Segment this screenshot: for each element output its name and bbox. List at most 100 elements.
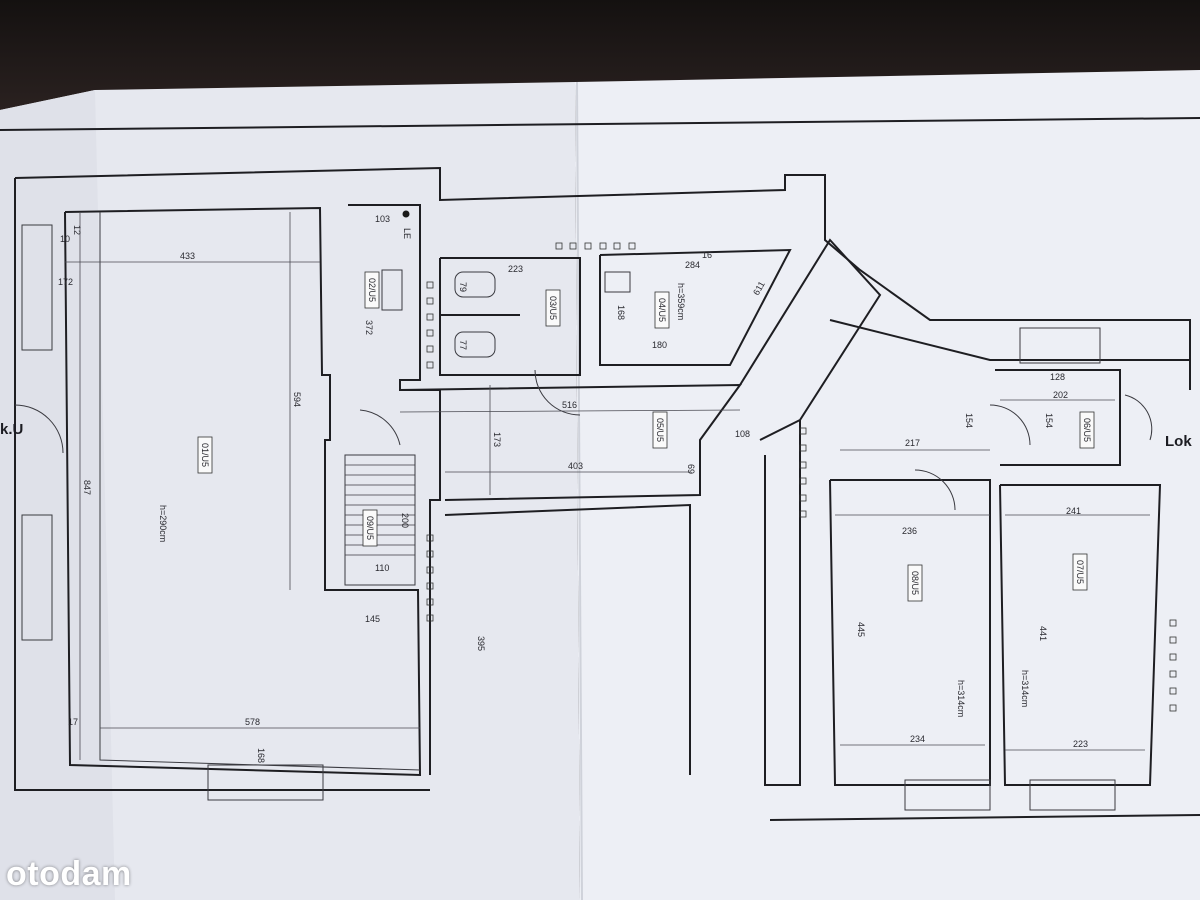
window-room-07 xyxy=(1029,779,1116,811)
dim-110: 110 xyxy=(375,563,389,573)
room-07-walls xyxy=(999,484,1162,786)
dim-241: 241 xyxy=(1066,506,1081,516)
room-height-07: h=314cm xyxy=(1020,670,1030,707)
dim-223-wc: 223 xyxy=(508,264,523,274)
room-label-01-text: 01/U5 xyxy=(200,443,210,467)
door-arc-room06 xyxy=(989,404,1031,446)
le-marker-label: LE xyxy=(402,228,412,239)
window-room-08 xyxy=(904,779,991,811)
corridor-walls xyxy=(399,383,742,501)
dim-847: 847 xyxy=(82,480,92,495)
dim-594: 594 xyxy=(292,392,302,407)
room-label-07: 07/U5 xyxy=(1072,553,1088,591)
right-wing-walls xyxy=(829,319,1191,390)
wall-outer-left xyxy=(14,178,430,791)
toilet-upper xyxy=(454,271,496,298)
door-arc-room08 xyxy=(914,469,956,511)
otodam-watermark: otodam xyxy=(6,855,132,893)
room-label-01: 01/U5 xyxy=(197,436,213,474)
dim-217: 217 xyxy=(905,438,920,448)
dim-16: 16 xyxy=(702,250,712,260)
stair-steps xyxy=(345,464,415,556)
room-label-03-text: 03/U5 xyxy=(548,296,558,320)
dim-516: 516 xyxy=(562,400,577,410)
room-height-08: h=314cm xyxy=(956,680,966,717)
room-label-05-text: 05/U5 xyxy=(655,418,665,442)
room-label-09: 09/U5 xyxy=(362,509,378,547)
dim-200: 200 xyxy=(400,513,410,528)
sheet-border xyxy=(0,117,1200,131)
sink-02 xyxy=(381,269,403,311)
dim-10: 10 xyxy=(60,234,70,244)
dim-578: 578 xyxy=(245,717,260,727)
wc-block-walls xyxy=(439,257,581,376)
window-left-bottom xyxy=(21,514,53,641)
dim-173: 173 xyxy=(492,432,502,447)
room-04-walls xyxy=(599,248,792,366)
dim-154-b: 154 xyxy=(1044,413,1054,428)
room-01-inner-wall xyxy=(99,212,421,771)
hatch-markers xyxy=(426,242,1177,712)
dim-433: 433 xyxy=(180,251,195,261)
paper-sheet-right xyxy=(575,70,1200,900)
door-arc-wc xyxy=(534,369,581,416)
dim-108: 108 xyxy=(735,429,750,439)
diagonal-hall xyxy=(739,238,882,441)
dim-372: 372 xyxy=(364,320,374,335)
window-room-06 xyxy=(1019,327,1101,364)
wall-top-left xyxy=(14,166,1191,390)
door-arc-left xyxy=(14,404,64,454)
dimension-lines xyxy=(65,212,1150,760)
dim-77: 77 xyxy=(458,340,468,350)
room-label-07-text: 07/U5 xyxy=(1075,560,1085,584)
staircase xyxy=(344,454,416,586)
dim-234: 234 xyxy=(910,734,925,744)
room-label-04-text: 04/U5 xyxy=(657,298,667,322)
room-label-06-text: 06/U5 xyxy=(1082,418,1092,442)
door-arc-corridor xyxy=(359,409,401,446)
window-left-top xyxy=(21,224,53,351)
dim-17: 17 xyxy=(68,717,78,727)
room-height-01: h=290cm xyxy=(158,505,168,542)
room-label-09-text: 09/U5 xyxy=(365,516,375,540)
paper-fold-line xyxy=(576,81,583,900)
dim-79: 79 xyxy=(458,282,468,292)
sink-04 xyxy=(604,271,631,293)
dim-403: 403 xyxy=(568,461,583,471)
room-label-04: 04/U5 xyxy=(654,291,670,329)
dim-168: 168 xyxy=(616,305,626,320)
dim-202: 202 xyxy=(1053,390,1068,400)
room-01-walls xyxy=(64,206,422,777)
room-label-02: 02/U5 xyxy=(364,271,380,309)
le-marker-dot xyxy=(402,210,410,218)
room-label-08-text: 08/U5 xyxy=(910,571,920,595)
right-bottom-wall xyxy=(769,814,1200,821)
dim-236: 236 xyxy=(902,526,917,536)
room-06-walls xyxy=(995,369,1121,466)
dim-445: 445 xyxy=(856,622,866,637)
corridor-lower-wall xyxy=(444,503,691,775)
window-bottom-left xyxy=(207,764,324,801)
room-label-03: 03/U5 xyxy=(545,289,561,327)
toilet-lower xyxy=(454,331,496,358)
dim-168-bottom: 168 xyxy=(256,748,266,763)
room-height-04: h=359cm xyxy=(676,283,686,320)
dim-441: 441 xyxy=(1038,626,1048,641)
room-label-02-text: 02/U5 xyxy=(367,278,377,302)
room-label-06: 06/U5 xyxy=(1079,411,1095,449)
right-outer-wall xyxy=(764,420,801,786)
dim-12: 12 xyxy=(72,225,82,235)
dim-284: 284 xyxy=(685,260,700,270)
dim-172: 172 xyxy=(58,277,73,287)
paper-fold-shadow xyxy=(0,90,115,900)
dim-180: 180 xyxy=(652,340,667,350)
door-arc-right xyxy=(1124,394,1153,441)
side-label-left: k.U xyxy=(0,421,23,438)
dim-154-a: 154 xyxy=(964,413,974,428)
room-label-08: 08/U5 xyxy=(907,564,923,602)
dim-69: 69 xyxy=(686,464,696,474)
dim-145: 145 xyxy=(365,614,380,624)
room-label-05: 05/U5 xyxy=(652,411,668,449)
